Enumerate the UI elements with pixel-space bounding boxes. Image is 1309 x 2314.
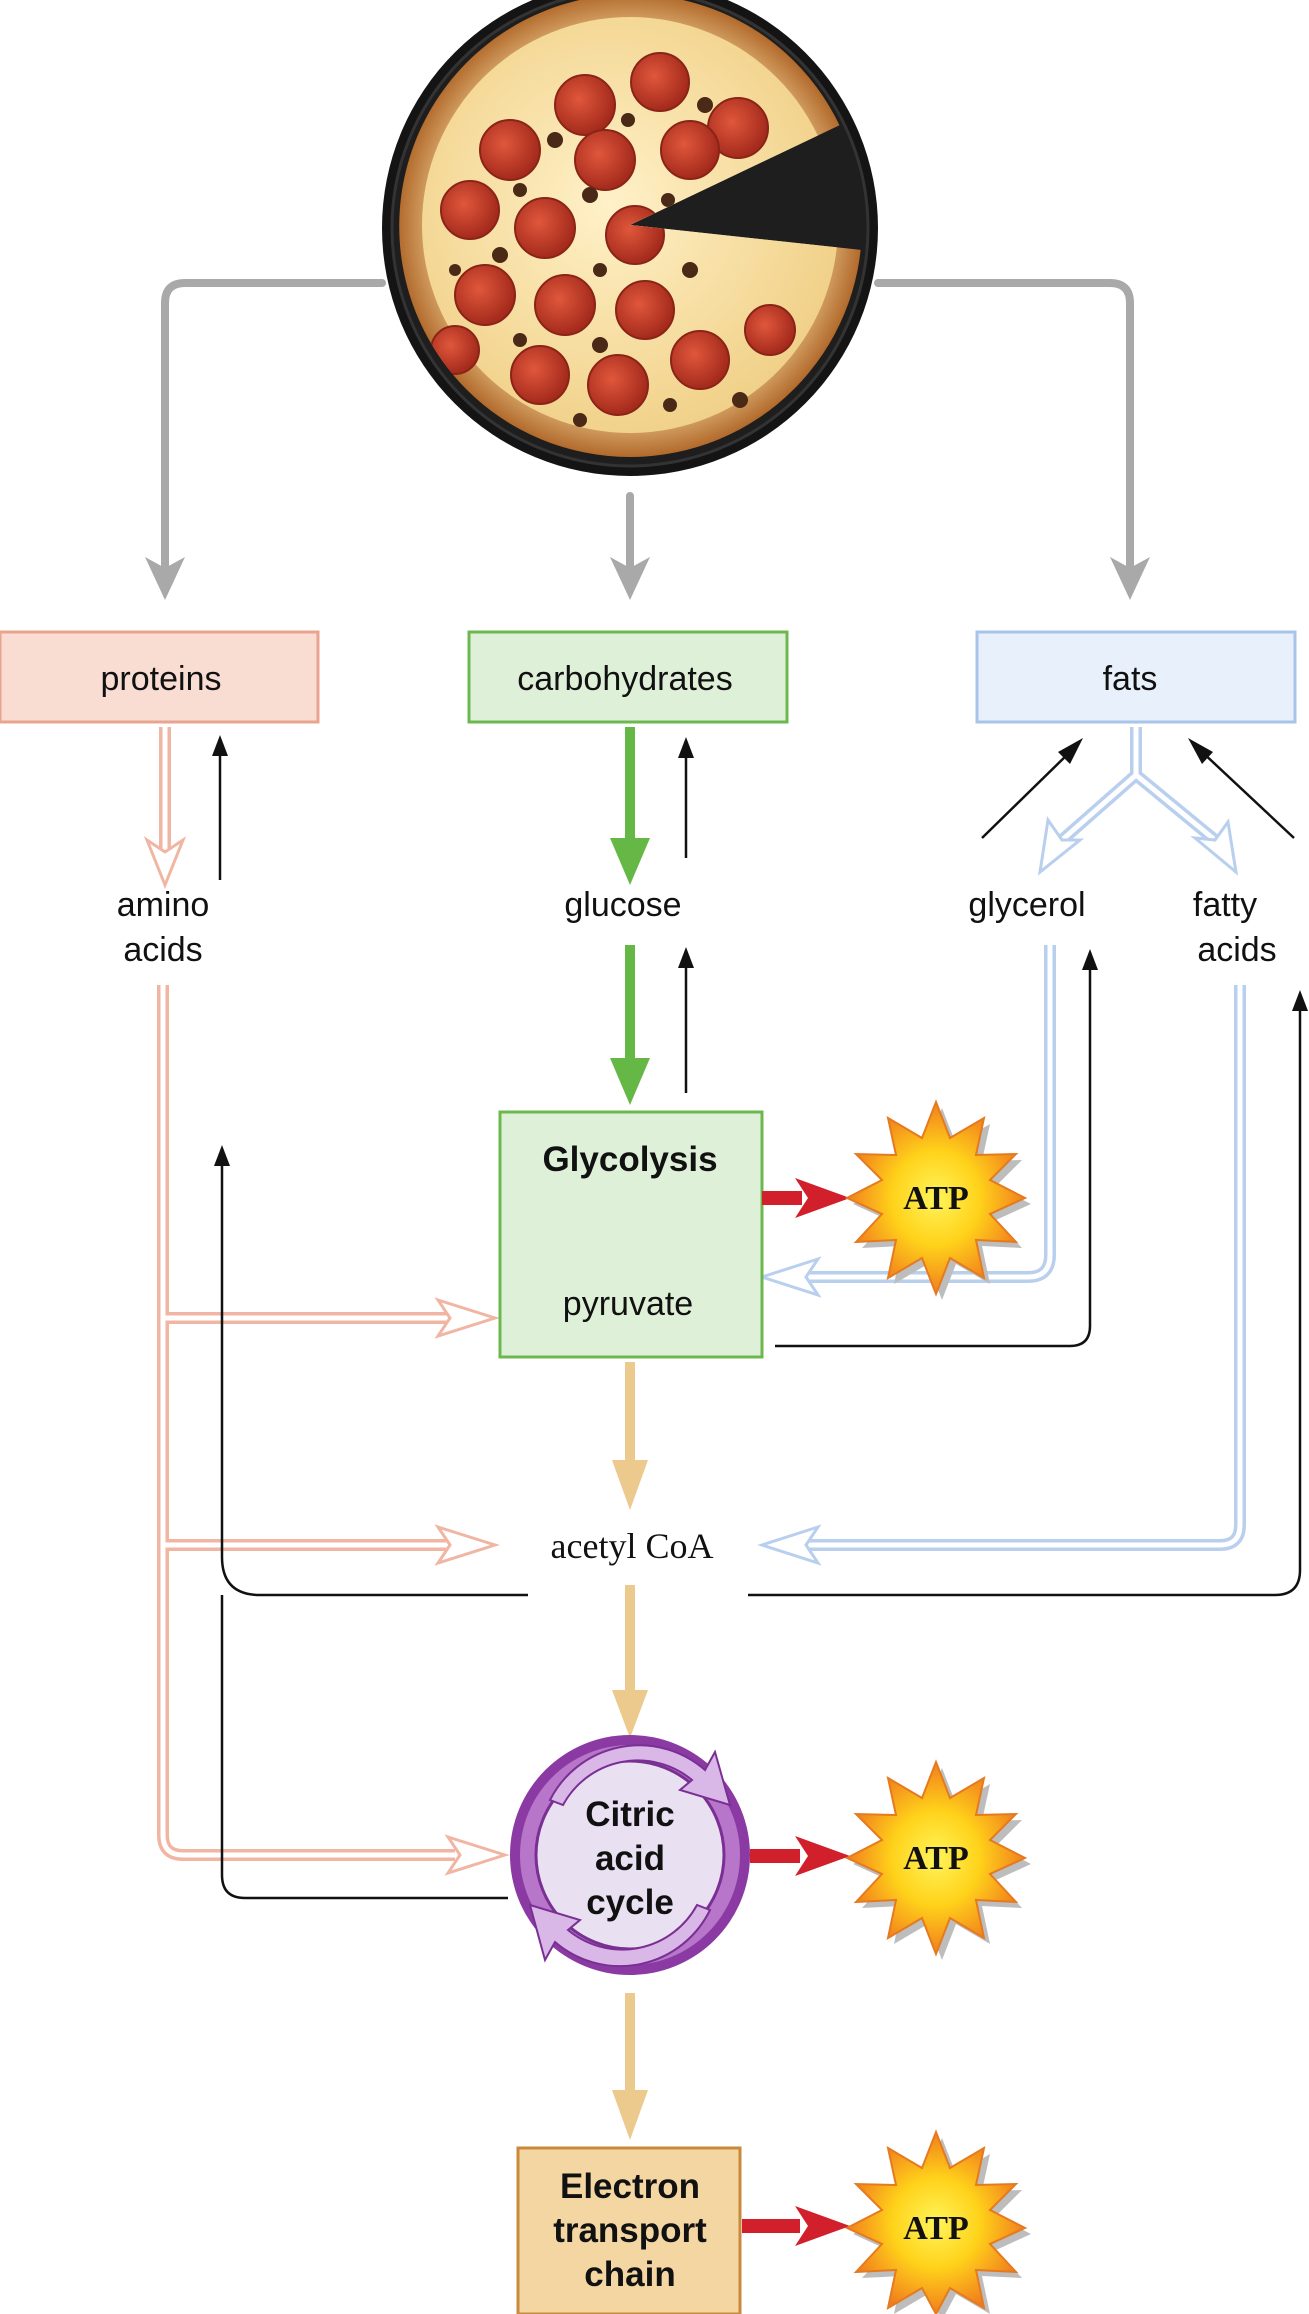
glycolysis-box: Glycolysis pyruvate bbox=[498, 1110, 764, 1359]
etc-label-line2: transport bbox=[553, 2211, 707, 2250]
citric-label-line2: acid bbox=[595, 1839, 665, 1878]
gray-arrow-to-fats bbox=[874, 279, 1134, 579]
red-arrows bbox=[742, 1178, 850, 2246]
citric-acid-cycle: Citric acid cycle bbox=[510, 1735, 750, 1975]
proteins-box: proteins bbox=[0, 630, 320, 724]
atp-label-1: ATP bbox=[903, 1180, 968, 1217]
gray-arrows bbox=[161, 279, 1134, 579]
fat-pathway bbox=[800, 727, 1246, 1551]
amino-acids-label-line2: acids bbox=[123, 931, 202, 969]
protein-pathway-inner bbox=[160, 727, 455, 1858]
amino-acids-label-line1: amino bbox=[117, 886, 210, 924]
citric-label-line3: cycle bbox=[586, 1883, 674, 1922]
fatty-acids-label-line1: fatty bbox=[1193, 886, 1257, 924]
atp-burst-etc: ATP bbox=[844, 2129, 1031, 2314]
carbohydrates-label: carbohydrates bbox=[517, 660, 732, 698]
fats-box: fats bbox=[975, 630, 1297, 724]
atp-burst-citric: ATP bbox=[844, 1759, 1031, 1960]
cycle-arrow-top-icon bbox=[548, 1744, 732, 1807]
pyruvate-label: pyruvate bbox=[563, 1285, 693, 1323]
citric-label-line1: Citric bbox=[585, 1795, 674, 1834]
orange-arrowheads bbox=[612, 1460, 648, 2140]
fatty-acids-label-line2: acids bbox=[1197, 931, 1276, 969]
etc-label-line1: Electron bbox=[560, 2167, 700, 2206]
atp-burst-glycolysis: ATP bbox=[844, 1099, 1031, 1300]
etc-label-line3: chain bbox=[584, 2255, 675, 2294]
fat-arrowheads bbox=[757, 816, 1239, 1566]
carbohydrates-box: carbohydrates bbox=[467, 630, 789, 724]
fats-label: fats bbox=[1103, 660, 1158, 698]
electron-transport-chain-box: Electron transport chain bbox=[516, 2146, 742, 2314]
glycerol-label: glycerol bbox=[968, 886, 1085, 924]
pizza-icon bbox=[382, 0, 878, 476]
acetyl-coa-label: acetyl CoA bbox=[551, 1526, 714, 1566]
atp-label-3: ATP bbox=[903, 2210, 968, 2247]
glycolysis-label: Glycolysis bbox=[542, 1140, 717, 1179]
protein-arrowheads bbox=[143, 836, 510, 1876]
gray-arrowheads bbox=[145, 557, 1150, 600]
reverse-arrows bbox=[218, 740, 1302, 1900]
proteins-label: proteins bbox=[101, 660, 222, 698]
gray-arrow-to-proteins bbox=[161, 279, 386, 579]
glucose-label: glucose bbox=[564, 886, 681, 924]
cycle-arrow-bottom-icon bbox=[528, 1903, 712, 1968]
fat-pathway-inner bbox=[800, 727, 1243, 1548]
atp-label-2: ATP bbox=[903, 1840, 968, 1877]
